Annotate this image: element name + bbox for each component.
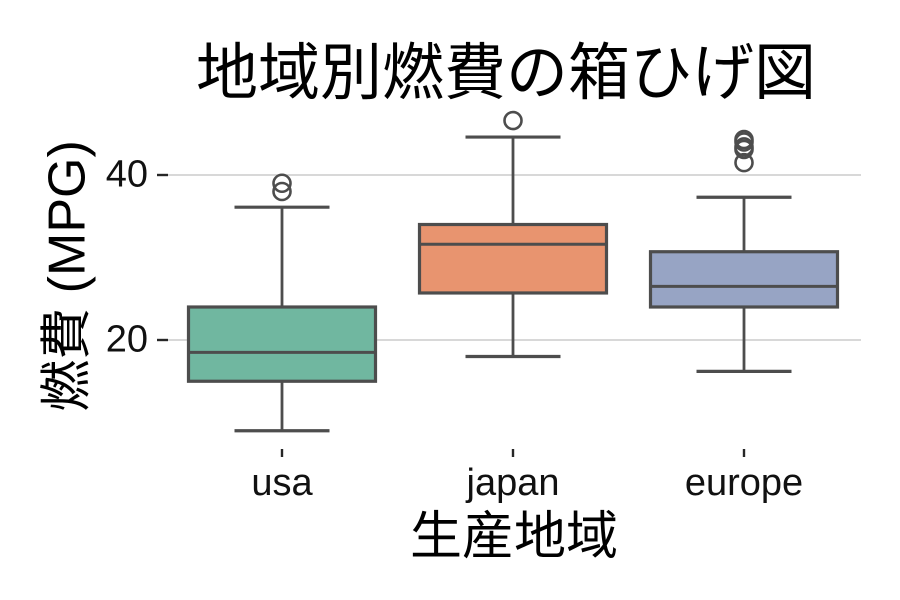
x-tick-label-japan: japan (466, 462, 560, 504)
x-tick-label-europe: europe (684, 462, 804, 504)
box-japan (417, 222, 609, 295)
outlier-point-japan (503, 110, 523, 131)
y-tick-label: 40 (105, 153, 148, 196)
outlier-point-europe (734, 129, 754, 150)
y-tick-label: 20 (105, 318, 148, 361)
outlier-point-usa (272, 181, 292, 202)
outlier-point-usa (272, 173, 292, 194)
x-tick-label-usa: usa (251, 462, 313, 504)
box-europe (648, 250, 840, 309)
y-axis-label: 燃費 (MPG) (38, 140, 97, 412)
chart-title: 地域別燃費の箱ひげ図 (195, 39, 817, 108)
box-usa (186, 305, 378, 383)
outlier-point-europe (734, 137, 754, 157)
x-axis-label: 生産地域 (409, 508, 619, 566)
outlier-point-europe (734, 152, 754, 173)
